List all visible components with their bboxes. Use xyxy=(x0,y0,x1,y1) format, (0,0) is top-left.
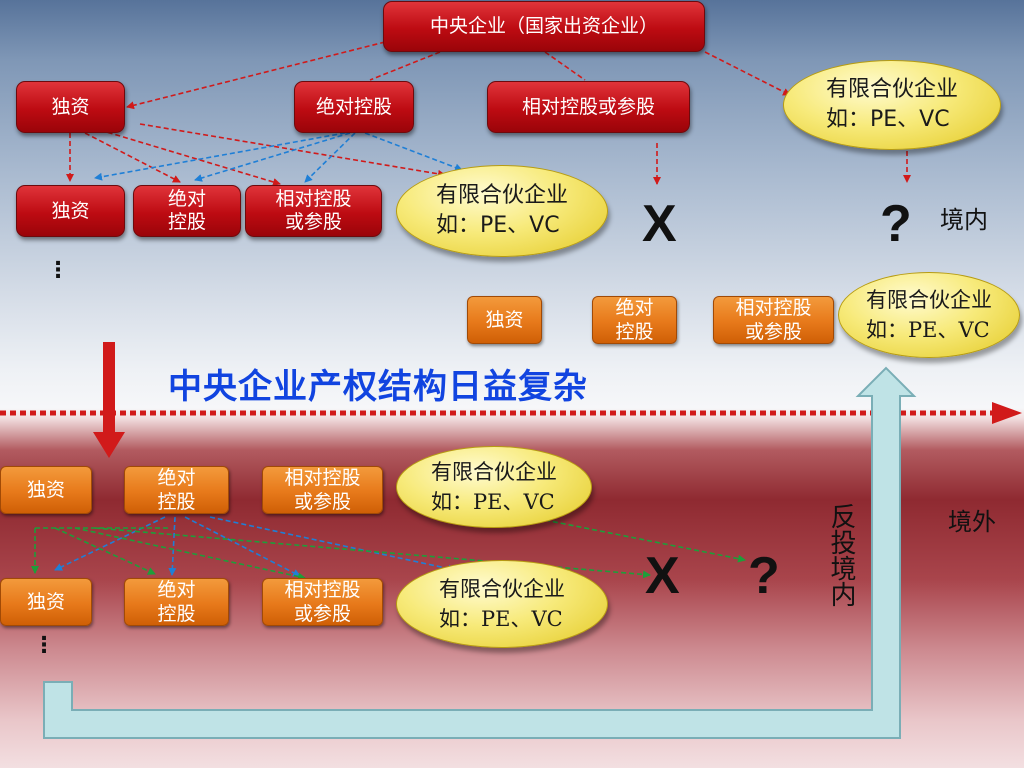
edge-b-abs-b xyxy=(168,516,177,576)
top-l1-absolute-control: 绝对控股 xyxy=(294,81,414,133)
top-l2-absolute-control: 绝对 控股 xyxy=(133,185,241,237)
top-ellipsis: ⋮ xyxy=(47,258,69,283)
top-l2-wholly-owned: 独资 xyxy=(16,185,125,237)
edge-b-ind-b xyxy=(54,527,156,575)
top-lp-mid: 有限合伙企业 如：PE、VC xyxy=(396,165,608,257)
domestic-label: 境内 xyxy=(940,206,988,234)
bottom-question-mark: ? xyxy=(748,547,780,605)
border-arrow-head xyxy=(992,402,1022,424)
headline: 中央企业产权结构日益复杂 xyxy=(168,367,588,407)
down-arrow-shaft xyxy=(103,342,115,434)
edge-root-to-wholly xyxy=(126,41,386,110)
top-l2-relative-control: 相对控股 或参股 xyxy=(245,185,382,237)
edge-root-to-absolute xyxy=(369,51,441,81)
edge-b-abs-lp xyxy=(209,516,456,573)
top-question-mark: ? xyxy=(880,195,912,253)
return-flow-arrow xyxy=(43,366,917,739)
top-l1-wholly-owned: 独资 xyxy=(16,81,125,133)
bottom-ellipsis: ⋮ xyxy=(33,633,55,658)
edge-abs-lp xyxy=(364,132,463,172)
right-relative-control: 相对控股 或参股 xyxy=(713,296,834,344)
edge-b-ind-c xyxy=(74,527,306,581)
edge-b-lp-q xyxy=(544,519,746,563)
bottom-r1-relative-control: 相对控股 或参股 xyxy=(262,466,383,514)
root-central-enterprise: 中央企业（国家出资企业） xyxy=(383,1,705,52)
top-lp-upper: 有限合伙企业 如：PE、VC xyxy=(783,60,1001,150)
bottom-x-mark: X xyxy=(645,547,680,605)
bottom-r2-relative-control: 相对控股 或参股 xyxy=(262,578,383,626)
bottom-r1-wholly-owned: 独资 xyxy=(0,466,92,514)
edge-b-abs-c xyxy=(184,516,301,577)
edge-abs-a xyxy=(94,132,346,181)
down-arrow-head xyxy=(93,432,125,458)
bottom-lp-2: 有限合伙企业 如：PE、VC xyxy=(396,560,608,648)
edge-abs-c xyxy=(304,132,356,183)
bottom-lp-1: 有限合伙企业 如：PE、VC xyxy=(396,446,592,528)
top-l1-relative-control: 相对控股或参股 xyxy=(487,81,690,133)
bottom-r1-absolute-control: 绝对 控股 xyxy=(124,466,229,514)
right-absolute-control: 绝对 控股 xyxy=(592,296,677,344)
edge-root-to-relative xyxy=(544,51,586,81)
right-wholly-owned: 独资 xyxy=(467,296,542,344)
edge-b-abs-a xyxy=(54,516,166,571)
edge-l1a-c xyxy=(99,129,281,186)
top-x-mark: X xyxy=(642,195,677,253)
edge-l1a-b xyxy=(84,132,181,183)
overseas-label: 境外 xyxy=(948,508,996,536)
edge-abs-b xyxy=(194,132,351,182)
bottom-r2-absolute-control: 绝对 控股 xyxy=(124,578,229,626)
reverse-investment-label: 反投境内 xyxy=(826,503,856,607)
bottom-r2-wholly-owned: 独资 xyxy=(0,578,92,626)
edge-b-ind-lp xyxy=(94,527,651,579)
edge-l1a-lp xyxy=(139,123,446,178)
right-lp: 有限合伙企业 如：PE、VC xyxy=(838,272,1020,358)
edge-root-to-lp xyxy=(704,51,791,96)
